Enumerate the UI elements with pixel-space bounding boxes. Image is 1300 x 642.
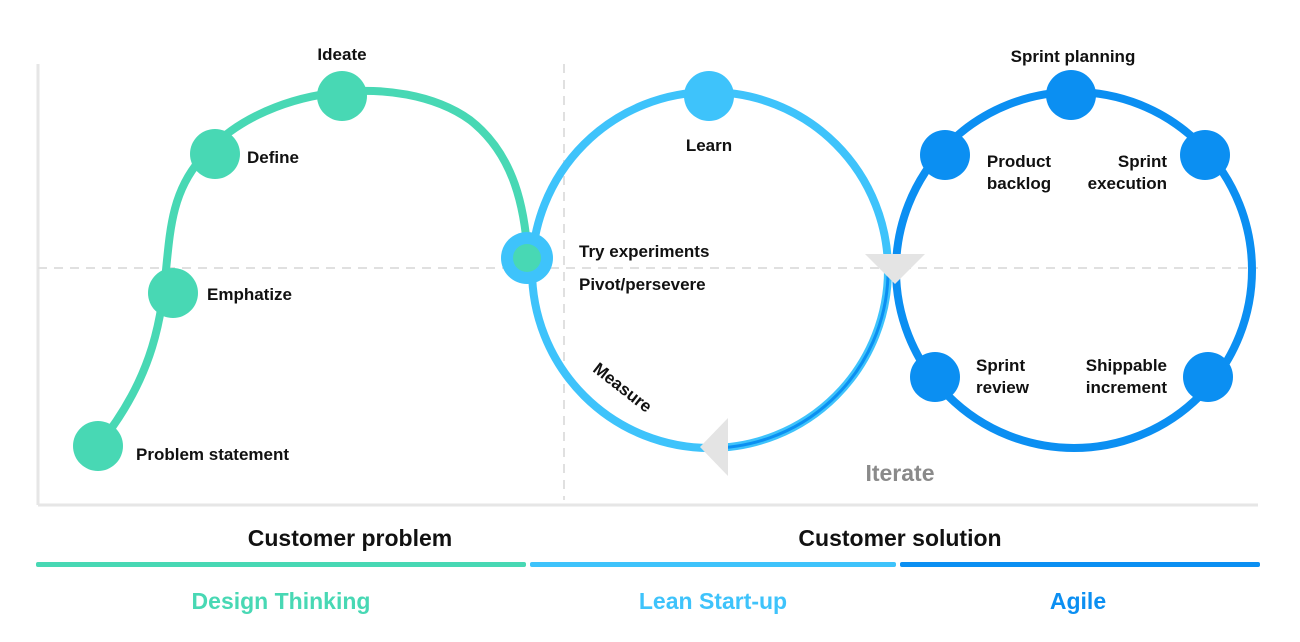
label-iterate: Iterate <box>865 460 934 486</box>
label-try-experiments: Try experiments <box>579 242 709 261</box>
label-emphatize: Emphatize <box>207 285 292 304</box>
label-product-backlog-line1: Product <box>987 152 1052 171</box>
node-define <box>190 129 240 179</box>
bar-lean-startup <box>530 562 896 567</box>
label-product-backlog-line2: backlog <box>987 174 1051 193</box>
bar-design-thinking <box>36 562 526 567</box>
node-shippable-increment <box>1183 352 1233 402</box>
bar-agile <box>900 562 1260 567</box>
label-shippable-increment-line2: increment <box>1086 378 1168 397</box>
methodology-lean-startup: Lean Start-up <box>639 588 787 614</box>
label-sprint-review-line2: review <box>976 378 1030 397</box>
node-sprint-execution <box>1180 130 1230 180</box>
label-learn: Learn <box>686 136 732 155</box>
label-sprint-review-line1: Sprint <box>976 356 1025 375</box>
label-ideate: Ideate <box>317 45 366 64</box>
label-define: Define <box>247 148 299 167</box>
label-pivot-persevere: Pivot/persevere <box>579 275 706 294</box>
methodology-design-thinking: Design Thinking <box>192 588 371 614</box>
node-problem-statement <box>73 421 123 471</box>
label-sprint-execution-line2: execution <box>1088 174 1167 193</box>
methodology-agile: Agile <box>1050 588 1106 614</box>
label-sprint-execution-line1: Sprint <box>1118 152 1167 171</box>
node-learn <box>684 71 734 121</box>
node-ideate <box>317 71 367 121</box>
lean-startup-loop-shadow <box>703 275 890 450</box>
label-problem-statement: Problem statement <box>136 445 289 464</box>
node-emphatize <box>148 268 198 318</box>
iterate-arrowhead-left <box>700 418 728 476</box>
node-sprint-review <box>910 352 960 402</box>
label-shippable-increment-line1: Shippable <box>1086 356 1167 375</box>
node-sprint-planning <box>1046 70 1096 120</box>
node-product-backlog <box>920 130 970 180</box>
section-customer-problem: Customer problem <box>248 525 452 551</box>
section-customer-solution: Customer solution <box>798 525 1001 551</box>
node-junction-inner <box>513 244 541 272</box>
label-sprint-planning: Sprint planning <box>1011 47 1136 66</box>
iterate-arrowhead-down <box>865 254 925 284</box>
